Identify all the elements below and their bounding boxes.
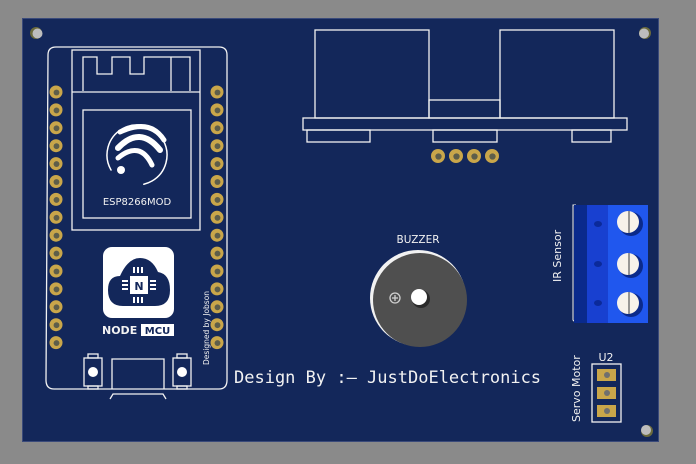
servo-header bbox=[591, 363, 622, 423]
ir-sensor-label: IR Sensor bbox=[551, 229, 564, 282]
ultrasonic-pins bbox=[431, 149, 499, 163]
ultrasonic-sensor-footprint bbox=[302, 29, 628, 143]
mounting-holes bbox=[30, 27, 653, 437]
svg-text:NODE: NODE bbox=[102, 324, 137, 337]
buzzer-component bbox=[370, 250, 467, 347]
espressif-logo-icon bbox=[106, 124, 168, 186]
designer-credit: Designed by Jobson bbox=[202, 291, 211, 365]
servo-motor-label: Servo Motor bbox=[570, 355, 583, 422]
nodemcu-footprint bbox=[45, 46, 228, 400]
buzzer-label: BUZZER bbox=[396, 234, 439, 246]
terminal-screw-icon bbox=[617, 211, 643, 317]
nodemcu-logo-icon: N bbox=[103, 247, 174, 318]
svg-text:N: N bbox=[134, 280, 143, 293]
esp-module-label: ESP8266MOD bbox=[103, 197, 172, 208]
ir-sensor-terminal-block bbox=[572, 204, 648, 323]
plus-icon bbox=[389, 292, 401, 304]
nodemcu-header-pins bbox=[49, 85, 224, 350]
svg-text:MCU: MCU bbox=[145, 326, 170, 337]
nodemcu-wordmark: NODE MCU bbox=[102, 324, 174, 337]
servo-designator: U2 bbox=[598, 351, 613, 364]
credit-text: Design By :— JustDoElectronics bbox=[234, 368, 541, 388]
